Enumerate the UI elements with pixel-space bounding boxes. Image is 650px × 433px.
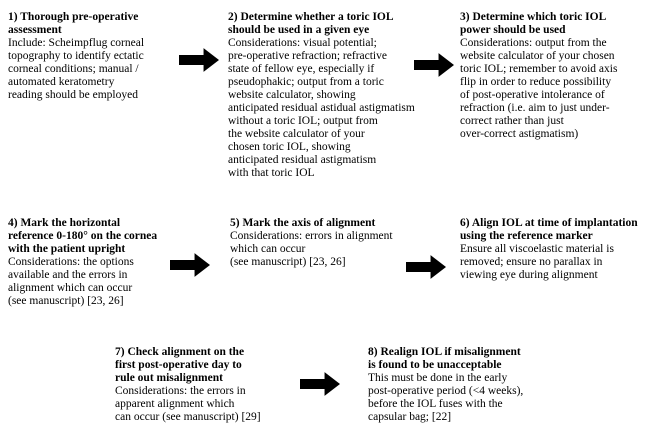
step-5: 5) Mark the axis of alignment Considerat… xyxy=(230,217,440,269)
step-2-body: Considerations: visual potential; pre-op… xyxy=(228,37,415,179)
arrow-right-icon xyxy=(179,48,219,72)
step-8-body: This must be done in the early post-oper… xyxy=(368,372,524,423)
step-7-body: Considerations: the errors in apparent a… xyxy=(115,385,261,423)
step-5-title: 5) Mark the axis of alignment xyxy=(230,217,376,229)
step-1-title: 1) Thorough pre-operative assessment xyxy=(8,11,139,36)
step-3: 3) Determine which toric IOL power shoul… xyxy=(460,11,650,141)
arrow-right-icon xyxy=(170,253,210,277)
step-3-body: Considerations: output from the website … xyxy=(460,37,618,140)
step-5-body: Considerations: errors in alignment whic… xyxy=(230,230,393,268)
step-8: 8) Realign IOL if misalignment is found … xyxy=(368,346,588,424)
step-8-title: 8) Realign IOL if misalignment is found … xyxy=(368,346,521,371)
arrow-right-icon xyxy=(406,255,446,279)
step-3-title: 3) Determine which toric IOL power shoul… xyxy=(460,11,607,36)
step-2-title: 2) Determine whether a toric IOL should … xyxy=(228,11,394,36)
arrow-right-icon xyxy=(414,53,454,77)
step-6-title: 6) Align IOL at time of implantation usi… xyxy=(460,217,638,242)
step-6: 6) Align IOL at time of implantation usi… xyxy=(460,217,650,282)
step-2: 2) Determine whether a toric IOL should … xyxy=(228,11,456,180)
step-1: 1) Thorough pre-operative assessment Inc… xyxy=(8,11,213,102)
step-6-body: Ensure all viscoelastic material is remo… xyxy=(460,243,614,281)
step-7: 7) Check alignment on the first post-ope… xyxy=(115,346,315,424)
step-1-body: Include: Scheimpflug corneal topography … xyxy=(8,37,145,101)
step-4: 4) Mark the horizontal reference 0-180° … xyxy=(8,217,203,308)
arrow-right-icon xyxy=(300,372,340,396)
step-7-title: 7) Check alignment on the first post-ope… xyxy=(115,346,245,384)
step-4-title: 4) Mark the horizontal reference 0-180° … xyxy=(8,217,158,255)
step-4-body: Considerations: the options available an… xyxy=(8,256,134,307)
